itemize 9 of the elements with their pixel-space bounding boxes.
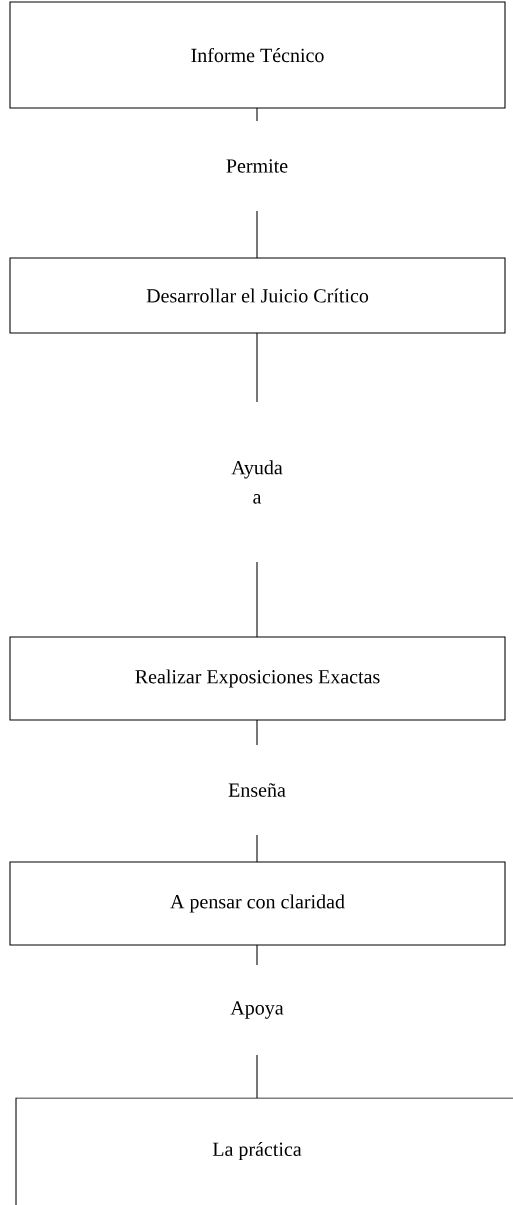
process-box: A pensar con claridad [9,861,506,946]
edge-label: Ayuda a [203,402,311,562]
edge-label: Permite [203,121,311,211]
process-box: Informe Técnico [9,1,506,109]
process-box: La práctica [15,1097,513,1205]
process-box: Desarrollar el Juicio Crítico [9,257,506,334]
edge-label: Apoya [203,965,311,1055]
process-box: Realizar Exposiciones Exactas [9,636,506,721]
edge-label: Enseña [203,745,311,835]
